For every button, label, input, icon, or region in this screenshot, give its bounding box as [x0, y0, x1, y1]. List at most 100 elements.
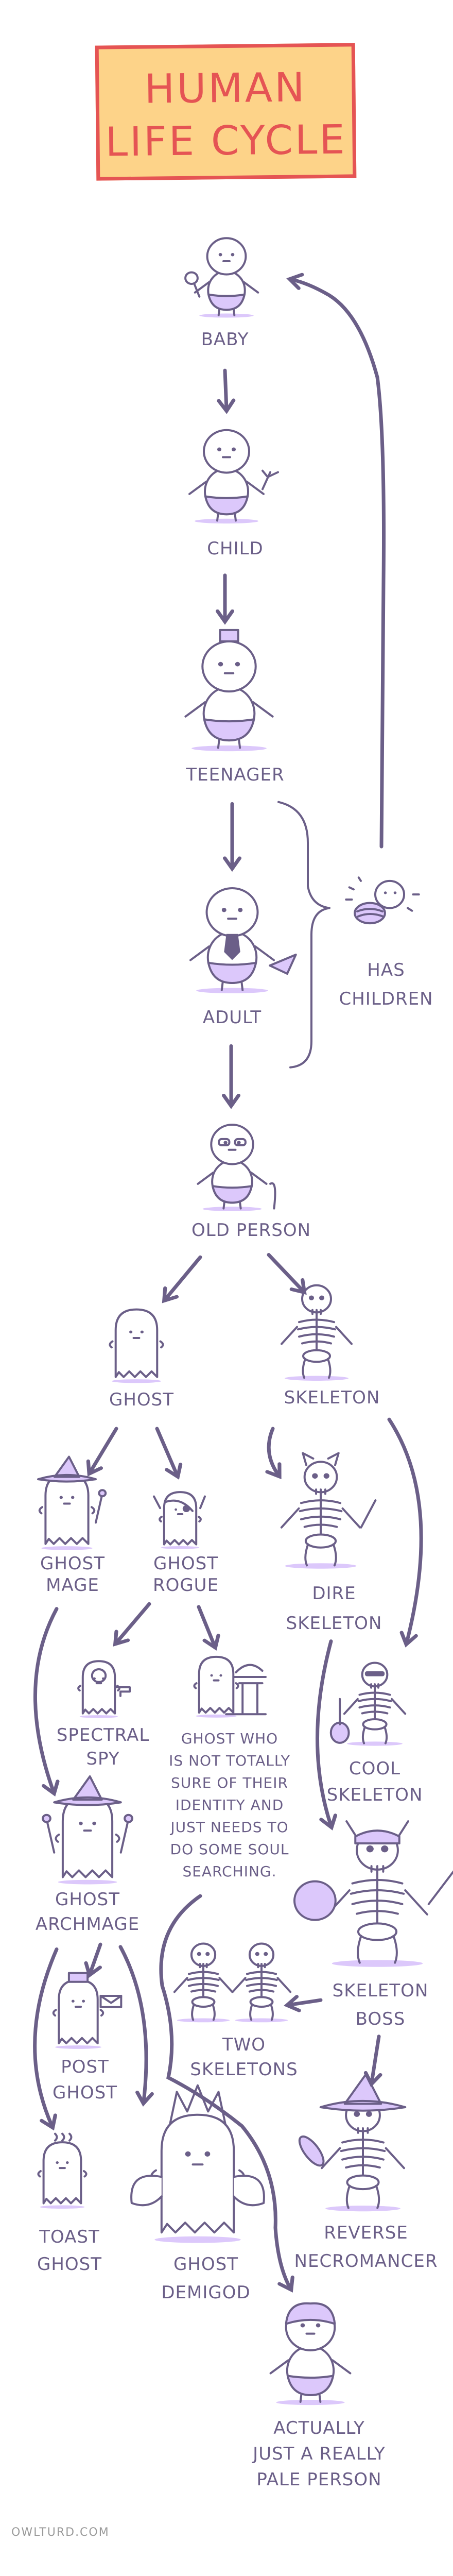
reverse-necromancer-figure	[295, 2074, 405, 2212]
teenager-figure	[185, 630, 272, 752]
arrow-mage-archmage	[35, 1609, 60, 1797]
label-has-children: HAS CHILDREN	[339, 956, 433, 1013]
arrow-archmage-post	[84, 1944, 100, 1978]
post-ghost-figure	[54, 1973, 121, 2049]
skeleton-boss-figure	[294, 1821, 453, 1967]
pale-person-figure	[271, 2303, 351, 2405]
label-line: MAGE	[46, 1575, 99, 1596]
spectral-spy-figure	[78, 1661, 130, 1718]
has-children-figure	[346, 877, 419, 923]
ghost-demigod-figure	[131, 2086, 264, 2243]
label-line: DEMIGOD	[161, 2282, 251, 2303]
label-line: POST	[61, 2057, 109, 2077]
label-dire-skeleton: DIRE SKELETON	[286, 1579, 382, 1638]
arrow-archmage-demigod	[120, 1947, 154, 2107]
label-line: SKELETON	[332, 1980, 429, 2001]
label-line: GHOST	[153, 1553, 219, 1574]
label-old-person: OLD PERSON	[191, 1220, 311, 1241]
skeleton-figure-one	[175, 1944, 232, 2023]
label-pale-person: ACTUALLY JUST A REALLY PALE PERSON	[253, 2415, 386, 2493]
label-line: JUST NEEDS TO	[170, 1819, 289, 1836]
label-line: IDENTITY AND	[175, 1797, 284, 1814]
ghost-mage-figure	[38, 1457, 106, 1550]
ghost-figure	[110, 1310, 163, 1383]
label-line: DO SOME SOUL	[170, 1841, 289, 1858]
label-ghost: GHOST	[109, 1389, 175, 1410]
dire-skeleton-figure	[282, 1453, 376, 1569]
ghost-rogue-figure	[154, 1492, 205, 1549]
adult-figure	[190, 888, 296, 994]
label-child: CHILD	[207, 538, 264, 559]
arrow-rogue-ghostwho	[199, 1607, 220, 1651]
label-line: ARCHMAGE	[35, 1914, 140, 1935]
label-line: SKELETON	[326, 1785, 423, 1805]
arrow-ghostwho-pale	[161, 1896, 294, 2293]
label-line: GHOST	[173, 2254, 239, 2275]
label-line: REVERSE	[324, 2223, 408, 2243]
arrow-dire-boss	[318, 1641, 337, 1831]
label-line: ACTUALLY	[273, 2418, 365, 2438]
baby-figure	[185, 238, 258, 318]
arrow-boss-reverse	[364, 2037, 382, 2088]
skeleton-figure	[282, 1285, 352, 1381]
arrow-baby-child	[217, 370, 235, 414]
title-line-1: HUMAN	[144, 64, 307, 113]
child-figure	[189, 430, 278, 524]
arrow-ghost-rogue	[157, 1429, 182, 1480]
label-line: DIRE	[312, 1583, 356, 1604]
label-ghost-demigod: GHOST DEMIGOD	[161, 2250, 250, 2307]
label-ghost-who: GHOST WHO IS NOT TOTALLY SURE OF THEIR I…	[169, 1727, 290, 1883]
label-line: IS NOT TOTALLY	[169, 1752, 290, 1769]
label-line: JUST A REALLY	[253, 2444, 386, 2464]
has-children-bracket	[278, 802, 329, 1067]
label-toast-ghost: TOAST GHOST	[37, 2224, 102, 2278]
ghost-who-figure	[194, 1657, 266, 1718]
arrow-skeleton-cool	[389, 1419, 421, 1648]
label-line: GHOST	[55, 1889, 120, 1910]
label-line: GHOST	[40, 1553, 106, 1574]
label-reverse-necromancer: REVERSE NECROMANCER	[294, 2219, 438, 2276]
label-line: SURE OF THEIR	[171, 1774, 288, 1791]
label-line: TOAST	[39, 2227, 100, 2247]
label-line: SKELETON	[286, 1613, 382, 1634]
label-line: SPY	[86, 1749, 120, 1769]
label-line: SPECTRAL	[56, 1725, 150, 1745]
label-line: GHOST WHO	[181, 1730, 278, 1747]
label-adult: ADULT	[202, 1007, 262, 1028]
site-credit: OWLTURD.COM	[11, 2526, 110, 2539]
label-line: GHOST	[52, 2082, 118, 2103]
arrow-archmage-toast	[35, 1950, 57, 2131]
label-skeleton: SKELETON	[284, 1387, 380, 1408]
title-banner: HUMAN LIFE CYCLE	[95, 43, 357, 181]
label-line: HAS	[367, 960, 405, 980]
arrow-has-children-baby	[286, 273, 384, 846]
toast-ghost-figure	[38, 2134, 86, 2209]
label-ghost-archmage: GHOST ARCHMAGE	[36, 1887, 140, 1937]
arrow-ghost-mage	[86, 1429, 116, 1477]
label-baby: BABY	[201, 329, 249, 350]
ghost-archmage-figure	[43, 1776, 132, 1885]
skeleton-figure-two	[233, 1944, 290, 2023]
old-person-figure	[198, 1125, 275, 1211]
arrow-rogue-spy	[113, 1604, 149, 1647]
arrow-skeleton-dire	[266, 1429, 282, 1479]
arrow-old-ghost	[162, 1257, 200, 1303]
label-line: TWO	[222, 2035, 266, 2055]
cool-skeleton-figure	[331, 1663, 405, 1746]
label-line: CHILDREN	[339, 989, 433, 1009]
label-line: ROGUE	[152, 1575, 219, 1596]
label-line: GHOST	[37, 2254, 102, 2275]
arrow-boss-two	[284, 1995, 321, 2012]
label-line: PALE PERSON	[256, 2469, 382, 2490]
label-line: NECROMANCER	[294, 2251, 438, 2272]
label-post-ghost: POST GHOST	[53, 2054, 117, 2106]
title-line-2: LIFE CYCLE	[105, 116, 347, 166]
label-line: SEARCHING.	[182, 1863, 277, 1880]
